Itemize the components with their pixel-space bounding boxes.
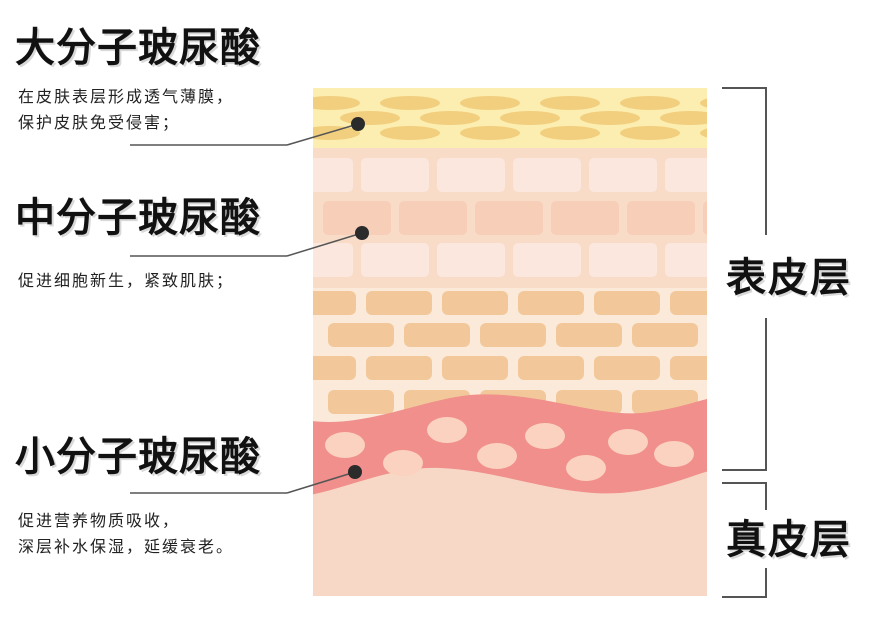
epidermis-cell: [594, 291, 660, 315]
surface-cell: [620, 96, 680, 110]
cell-dot: [608, 429, 648, 455]
epidermis-label: 表皮层: [726, 255, 852, 301]
surface-cell: [460, 126, 520, 140]
epidermis-cell: [480, 323, 546, 347]
epidermis-cell: [361, 243, 429, 277]
description-line: 深层补水保湿，延缓衰老。: [18, 537, 235, 556]
small-molecule-description: 促进营养物质吸收， 深层补水保湿，延缓衰老。: [18, 508, 234, 560]
wavy-band-dots: [325, 417, 694, 481]
large-molecule-title: 大分子玻尿酸: [15, 25, 261, 71]
leader-line-small-slant: [286, 471, 356, 494]
epidermis-cell: [518, 291, 584, 315]
dermis-bracket-top: [722, 482, 767, 510]
epidermis-bracket-top: [722, 87, 767, 235]
epidermis-cell: [475, 201, 543, 235]
dermis-bracket-bottom: [722, 568, 767, 598]
epidermis-cell: [313, 356, 356, 380]
epidermis-cell: [551, 201, 619, 235]
epidermis-cell: [708, 390, 774, 414]
surface-cell: [313, 126, 360, 140]
epidermis-cell: [313, 158, 353, 192]
cell-dot: [427, 417, 467, 443]
epidermis-bracket-bottom: [722, 318, 767, 471]
epidermis-cell: [627, 201, 695, 235]
epidermis-cell: [665, 158, 707, 192]
surface-cell: [660, 111, 707, 125]
epidermis-cell: [594, 356, 660, 380]
epidermis-cell: [518, 356, 584, 380]
epidermis-cells-upper: [313, 158, 707, 277]
marker-dot-large: [351, 117, 365, 131]
epidermis-cell: [665, 243, 707, 277]
surface-cell: [380, 126, 440, 140]
epidermis-cell: [404, 323, 470, 347]
description-line: 促进营养物质吸收，: [18, 511, 181, 530]
leader-line-large-slant: [286, 123, 359, 146]
cell-dot: [383, 450, 423, 476]
epidermis-cell: [361, 158, 429, 192]
epidermis-cell: [366, 356, 432, 380]
cell-dot: [325, 432, 365, 458]
epidermis-cell: [632, 323, 698, 347]
epidermis-cell: [703, 201, 707, 235]
epidermis-cell: [313, 291, 356, 315]
surface-cell: [340, 111, 400, 125]
epidermis-cell: [437, 158, 505, 192]
description-line: 保护皮肤免受侵害；: [18, 113, 181, 132]
surface-cell: [580, 111, 640, 125]
epidermis-cell: [670, 356, 707, 380]
epidermis-cell: [328, 323, 394, 347]
surface-cell: [540, 96, 600, 110]
epidermis-cell: [366, 291, 432, 315]
surface-cell: [380, 96, 440, 110]
surface-cell: [460, 96, 520, 110]
surface-cell: [540, 126, 600, 140]
surface-cell: [700, 98, 707, 108]
epidermis-cell: [556, 323, 622, 347]
surface-cell: [500, 111, 560, 125]
cell-dot: [525, 423, 565, 449]
epidermis-cell: [589, 243, 657, 277]
dermis-label: 真皮层: [726, 517, 852, 563]
surface-cell: [620, 126, 680, 140]
marker-dot-small: [348, 465, 362, 479]
epidermis-cell: [589, 158, 657, 192]
epidermis-cell: [328, 390, 394, 414]
epidermis-cell: [708, 323, 774, 347]
medium-molecule-title: 中分子玻尿酸: [15, 195, 261, 241]
surface-cell: [700, 128, 707, 138]
surface-cell: [420, 111, 480, 125]
marker-dot-medium: [355, 226, 369, 240]
cell-dot: [566, 455, 606, 481]
small-molecule-title: 小分子玻尿酸: [15, 434, 261, 480]
cell-dot: [477, 443, 517, 469]
medium-molecule-description: 促进细胞新生，紧致肌肤；: [18, 268, 234, 294]
leader-line-medium-slant: [286, 232, 363, 257]
large-molecule-description: 在皮肤表层形成透气薄膜， 保护皮肤免受侵害；: [18, 84, 234, 136]
wavy-basal-band: [313, 394, 707, 495]
epidermis-cell: [442, 291, 508, 315]
epidermis-cell: [513, 158, 581, 192]
epidermis-cell: [313, 243, 353, 277]
epidermis-cell: [513, 243, 581, 277]
epidermis-cell: [437, 243, 505, 277]
description-line: 在皮肤表层形成透气薄膜，: [18, 87, 235, 106]
epidermis-cell: [442, 356, 508, 380]
description-line: 促进细胞新生，紧致肌肤；: [18, 271, 235, 290]
cell-dot: [654, 441, 694, 467]
epidermis-cell: [670, 291, 707, 315]
epidermis-cell: [323, 201, 391, 235]
epidermis-cell: [399, 201, 467, 235]
surface-cell: [313, 96, 360, 110]
